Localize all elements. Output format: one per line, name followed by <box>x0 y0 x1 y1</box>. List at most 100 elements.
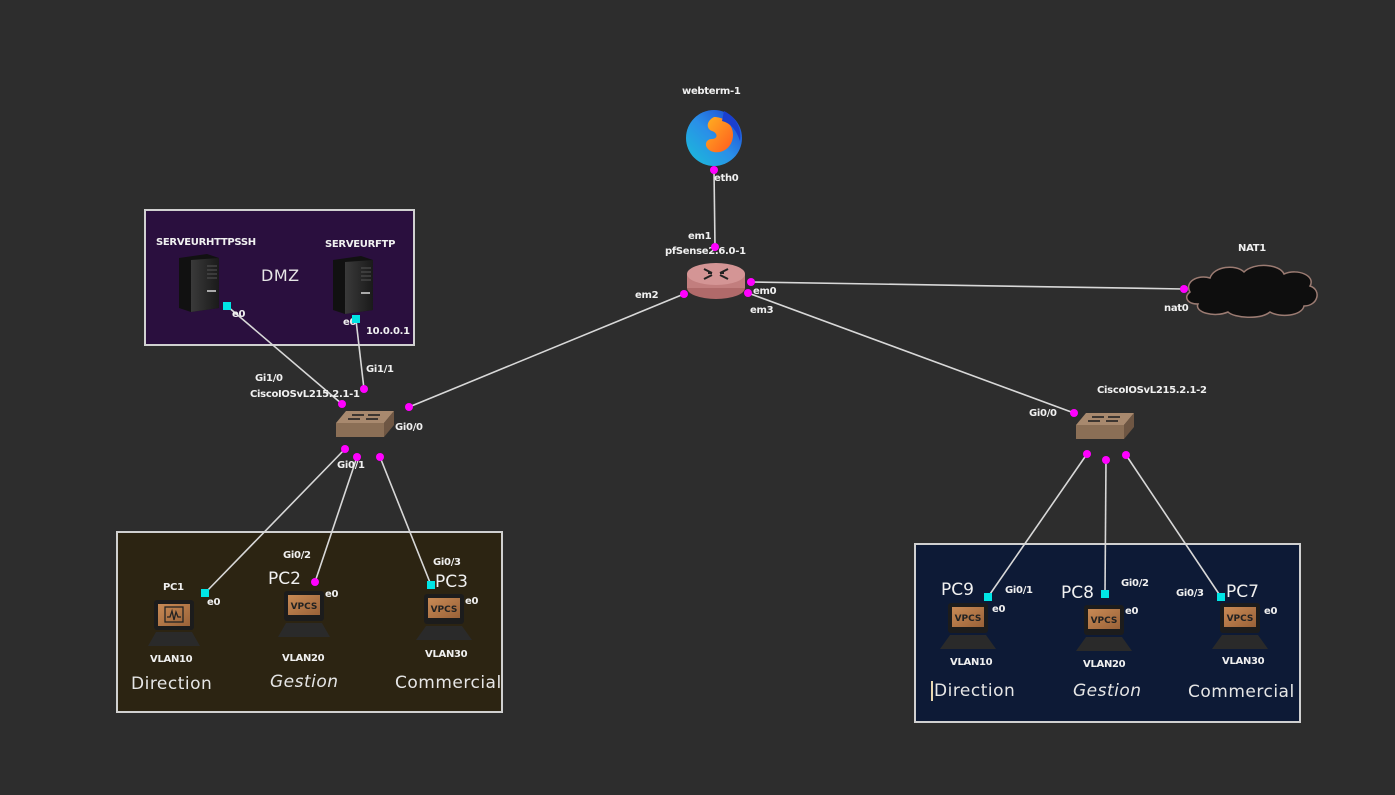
server-https-port: e0 <box>232 309 246 320</box>
pc3-switch-port: Gi0/3 <box>433 557 461 568</box>
pc9-vlan: VLAN10 <box>950 657 993 668</box>
link-switch1-pc1[interactable] <box>204 448 346 594</box>
port-dot-switch1-pc2[interactable] <box>353 453 361 461</box>
pfsense-port-em2: em2 <box>635 290 659 301</box>
dmz-label: DMZ <box>261 266 300 285</box>
lan2-note-gestion: Gestion <box>1073 681 1142 701</box>
server-ftp-ip: 10.0.0.1 <box>366 326 410 337</box>
link-webterm-pfsense[interactable] <box>713 169 716 248</box>
port-dot-webterm-eth0[interactable] <box>710 166 718 174</box>
port-square-pc3-e0[interactable] <box>427 581 435 589</box>
port-dot-switch2-gi0-0[interactable] <box>1070 409 1078 417</box>
port-dot-pfsense-em2[interactable] <box>680 290 688 298</box>
pc3-vlan: VLAN30 <box>425 649 468 660</box>
node-server-ftp[interactable] <box>331 254 375 314</box>
link-pfsense-switch1[interactable] <box>408 293 685 408</box>
link-serverftp-switch1[interactable] <box>355 319 365 390</box>
pc2-port: e0 <box>325 589 339 600</box>
nat-port-nat0: nat0 <box>1164 303 1189 314</box>
pc9-label: PC9 <box>941 580 974 600</box>
pfsense-port-em3: em3 <box>750 305 774 316</box>
port-dot-switch1-pc1[interactable] <box>341 445 349 453</box>
port-square-pc9-e0[interactable] <box>984 593 992 601</box>
port-square-pc1-e0[interactable] <box>201 589 209 597</box>
svg-text:VPCS: VPCS <box>1227 614 1254 624</box>
text-cursor <box>931 681 933 701</box>
link-pfsense-nat[interactable] <box>750 281 1185 290</box>
firefox-icon <box>686 110 742 166</box>
server-ftp-label: SERVEURFTP <box>325 239 396 250</box>
node-pc1[interactable] <box>148 598 200 650</box>
link-switch1-pc3[interactable] <box>379 456 432 586</box>
port-dot-switch2-pc8[interactable] <box>1102 456 1110 464</box>
pc7-label: PC7 <box>1226 582 1259 602</box>
pc3-label: PC3 <box>435 572 468 592</box>
node-pfsense[interactable] <box>686 262 746 300</box>
node-pc7[interactable]: VPCS <box>1212 601 1268 653</box>
lan1-note-direction: Direction <box>131 674 213 694</box>
link-serverhttps-switch1[interactable] <box>226 305 343 405</box>
server-icon <box>179 254 219 312</box>
node-pc9[interactable]: VPCS <box>940 601 996 653</box>
node-switch2[interactable] <box>1076 411 1134 441</box>
lan2-note-direction-text: Direction <box>934 681 1016 701</box>
port-dot-switch1-gi0-0[interactable] <box>405 403 413 411</box>
node-nat[interactable] <box>1184 262 1322 318</box>
router-icon <box>687 263 745 299</box>
node-webterm[interactable] <box>684 107 746 167</box>
pc8-vlan: VLAN20 <box>1083 659 1126 670</box>
port-dot-switch2-pc7[interactable] <box>1122 451 1130 459</box>
pc3-port: e0 <box>465 596 479 607</box>
port-square-serverftp-e0[interactable] <box>352 315 360 323</box>
node-pc8[interactable]: VPCS <box>1076 603 1132 655</box>
switch-icon <box>1076 413 1134 439</box>
link-switch1-pc2[interactable] <box>314 456 358 583</box>
pc-icon: VPCS <box>278 591 330 637</box>
port-dot-pfsense-em3[interactable] <box>744 289 752 297</box>
link-switch2-pc9[interactable] <box>987 453 1088 598</box>
link-switch2-pc7[interactable] <box>1125 454 1222 598</box>
port-dot-nat0[interactable] <box>1180 285 1188 293</box>
switch1-port-gi1-1: Gi1/1 <box>366 364 394 375</box>
pc8-label: PC8 <box>1061 583 1094 603</box>
port-dot-pc2-e0[interactable] <box>311 578 319 586</box>
svg-text:VPCS: VPCS <box>431 605 458 615</box>
pc9-switch-port: Gi0/1 <box>1005 585 1033 596</box>
node-server-https[interactable] <box>177 252 221 312</box>
pc2-switch-port: Gi0/2 <box>283 550 311 561</box>
pc1-port: e0 <box>207 597 221 608</box>
node-pc2[interactable]: VPCS <box>276 589 330 641</box>
port-dot-switch1-pc3[interactable] <box>376 453 384 461</box>
port-square-pc8-e0[interactable] <box>1101 590 1109 598</box>
switch2-port-gi0-0: Gi0/0 <box>1029 408 1057 419</box>
pc-icon: VPCS <box>416 594 472 640</box>
link-pfsense-switch2[interactable] <box>747 292 1075 414</box>
pc-icon: VPCS <box>940 603 996 649</box>
port-dot-pfsense-em0[interactable] <box>747 278 755 286</box>
lan2-note-direction[interactable]: Direction <box>931 681 1015 701</box>
switch2-label: CiscoIOSvL215.2.1-2 <box>1097 385 1207 396</box>
pc8-switch-port: Gi0/2 <box>1121 578 1149 589</box>
port-square-serverhttps-e0[interactable] <box>223 302 231 310</box>
pfsense-port-em1: em1 <box>688 231 712 242</box>
port-dot-switch1-gi1-1[interactable] <box>360 385 368 393</box>
lan1-note-gestion: Gestion <box>270 672 339 692</box>
svg-text:VPCS: VPCS <box>1091 616 1118 626</box>
svg-text:VPCS: VPCS <box>955 614 982 624</box>
port-dot-switch1-gi1-0[interactable] <box>338 400 346 408</box>
pc2-vlan: VLAN20 <box>282 653 325 664</box>
switch-icon <box>336 411 394 437</box>
webterm-label: webterm-1 <box>682 86 741 97</box>
link-switch2-pc8[interactable] <box>1104 459 1107 595</box>
port-square-pc7-e0[interactable] <box>1217 593 1225 601</box>
nat-label: NAT1 <box>1238 243 1266 254</box>
server-icon <box>333 256 373 314</box>
node-pc3[interactable]: VPCS <box>416 592 472 644</box>
server-ftp-port: e0 <box>343 317 357 328</box>
node-switch1[interactable] <box>336 409 394 439</box>
pc7-port: e0 <box>1264 606 1278 617</box>
port-dot-pfsense-em1[interactable] <box>711 243 719 251</box>
port-dot-switch2-pc9[interactable] <box>1083 450 1091 458</box>
server-https-label: SERVEURHTTPSSH <box>156 237 256 248</box>
switch1-port-gi0-1: Gi0/1 <box>337 460 365 471</box>
